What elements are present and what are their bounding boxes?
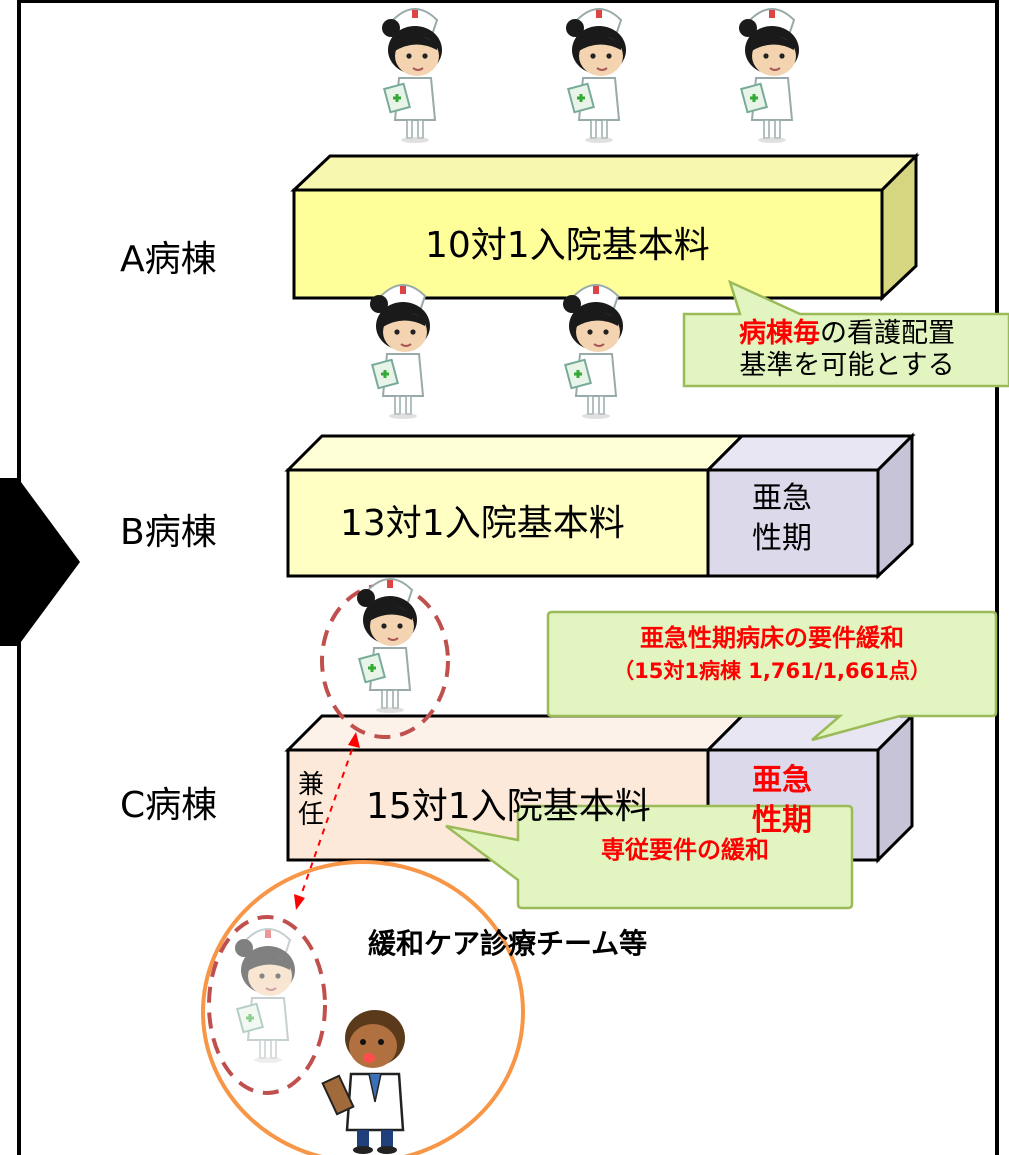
team-nurse-circle xyxy=(207,915,327,1095)
callout-subacute: 亜急性期病床の要件緩和 （15対1病棟 1,761/1,661点） xyxy=(550,624,994,684)
nurse-icon xyxy=(368,283,432,421)
callout-ward-staffing-highlight: 病棟毎 xyxy=(739,318,820,349)
doctor-icon xyxy=(321,1010,405,1154)
ward-a-front xyxy=(292,188,884,300)
right-arrow-icon xyxy=(0,478,80,646)
nurse-icon xyxy=(564,7,628,145)
callout-ward-staffing-shape xyxy=(682,279,1009,388)
callout-ward-staffing: 病棟毎の看護配置 基準を可能とする xyxy=(686,318,1008,383)
callout-dedicated-shape xyxy=(445,804,854,910)
ward-c-concurrent-1: 兼 xyxy=(298,770,325,800)
ward-a-top xyxy=(290,154,920,192)
ward-b-subacute-box xyxy=(706,468,880,578)
nurse-icon xyxy=(737,7,801,145)
callout-ward-staffing-line2: 基準を可能とする xyxy=(739,350,955,382)
ward-a-label: A病棟 xyxy=(120,239,217,280)
ward-c-label: C病棟 xyxy=(120,785,218,826)
callout-subacute-line1: 亜急性期病床の要件緩和 xyxy=(640,624,904,652)
ward-b-top xyxy=(284,434,746,472)
nurse-icon xyxy=(561,283,625,421)
ward-c-subacute-line2: 性期 xyxy=(752,803,812,838)
ward-a-bar-text: 10対1入院基本料 xyxy=(425,225,710,266)
ward-b-label: B病棟 xyxy=(120,512,217,553)
nurse-icon xyxy=(233,927,297,1065)
callout-dedicated: 専従要件の緩和 xyxy=(601,836,769,864)
ward-c-subacute-line1: 亜急 xyxy=(752,763,812,798)
nurse-icon xyxy=(355,577,419,715)
palliative-team-circle xyxy=(201,860,525,1155)
concurrent-link-arrow xyxy=(294,732,360,910)
nurse-icon xyxy=(380,7,444,145)
callout-subacute-shape xyxy=(546,610,998,742)
ward-c-concurrent-2: 任 xyxy=(298,800,325,830)
palliative-team-label: 緩和ケア診療チーム等 xyxy=(368,927,648,960)
callout-subacute-line2: （15対1病棟 1,761/1,661点） xyxy=(613,658,931,683)
ward-b-bar-text: 13対1入院基本料 xyxy=(340,503,625,544)
ward-b-subacute-line2: 性期 xyxy=(752,521,812,556)
callout-ward-staffing-rest: の看護配置 xyxy=(820,318,955,349)
ward-c-bar-text: 15対1入院基本料 xyxy=(366,786,651,827)
ward-b-subacute-line1: 亜急 xyxy=(752,481,812,516)
ward-b-bar xyxy=(284,432,916,580)
ward-a-bar xyxy=(290,152,920,302)
